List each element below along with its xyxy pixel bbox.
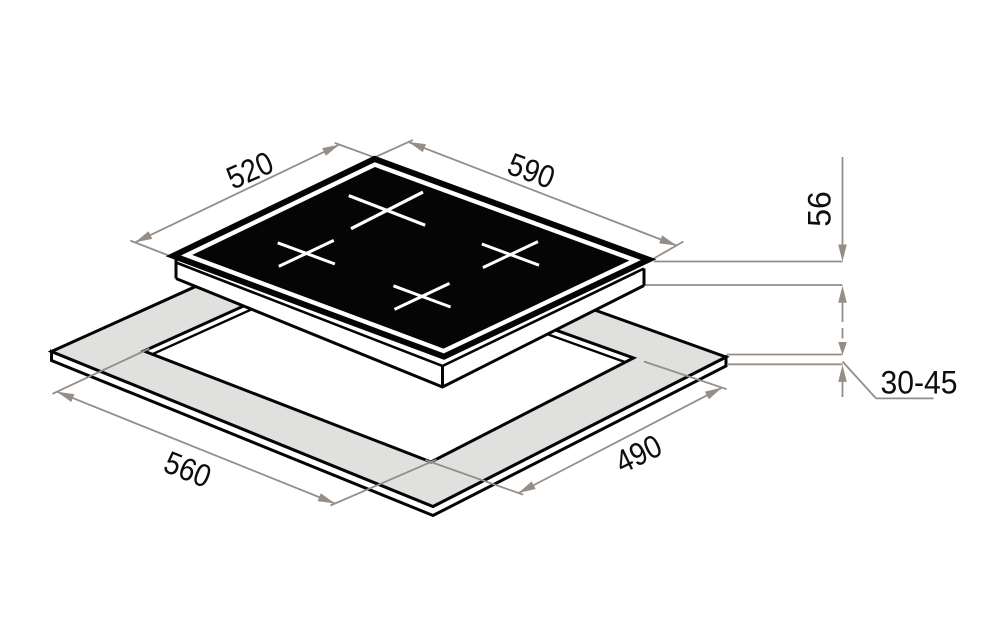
svg-text:56: 56 [802, 191, 838, 227]
svg-text:30-45: 30-45 [881, 365, 958, 401]
